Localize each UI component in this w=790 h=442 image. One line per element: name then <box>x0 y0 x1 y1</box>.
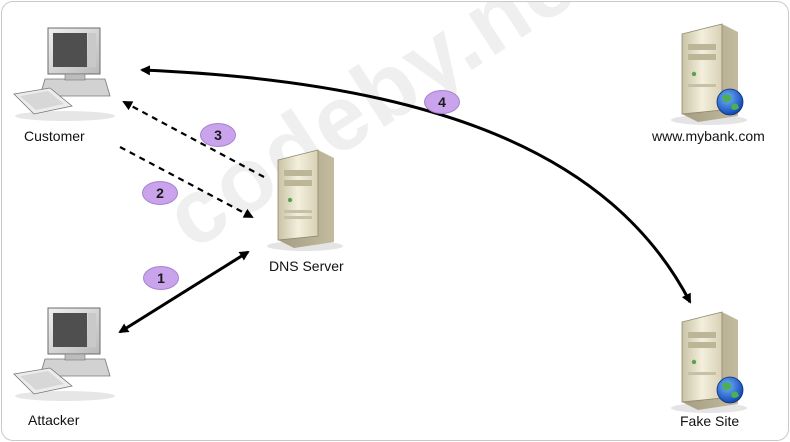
dns-server-icon <box>267 149 343 251</box>
customer-label: Customer <box>24 128 85 144</box>
customer-computer-icon <box>13 27 115 121</box>
attacker-label: Attacker <box>28 412 80 428</box>
arrow-step-2 <box>119 146 254 218</box>
step-badge-2: 2 <box>142 181 178 205</box>
bank-label: www.mybank.com <box>652 128 765 144</box>
step-badge-1: 1 <box>143 266 179 290</box>
bank-server-icon <box>671 23 747 125</box>
globe-icon <box>716 376 744 404</box>
arrow-step-4 <box>140 65 692 304</box>
globe-icon <box>716 88 744 116</box>
step-badge-3: 3 <box>200 123 236 147</box>
dns-server-label: DNS Server <box>269 258 344 274</box>
fake-site-server-icon <box>671 311 747 413</box>
arrow-step-1 <box>118 250 250 334</box>
attacker-computer-icon <box>13 307 115 401</box>
arrow-step-3 <box>122 101 265 178</box>
fake-site-label: Fake Site <box>680 413 740 429</box>
step-badge-4: 4 <box>424 90 460 114</box>
